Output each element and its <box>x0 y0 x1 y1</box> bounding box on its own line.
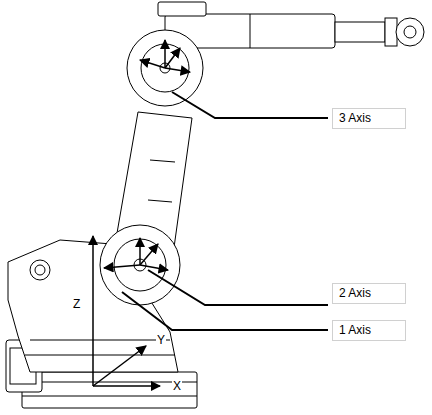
leader-lines <box>122 92 328 330</box>
callout-label: 3 Axis <box>332 108 406 129</box>
axis-letter: Y <box>156 334 166 347</box>
axis-letter: Z <box>72 298 81 311</box>
callout-label: 2 Axis <box>332 283 406 304</box>
axis-letter: X <box>172 380 182 393</box>
robot-body <box>6 2 424 408</box>
callout-label: 1 Axis <box>332 320 406 341</box>
axis-arrows <box>93 40 190 386</box>
